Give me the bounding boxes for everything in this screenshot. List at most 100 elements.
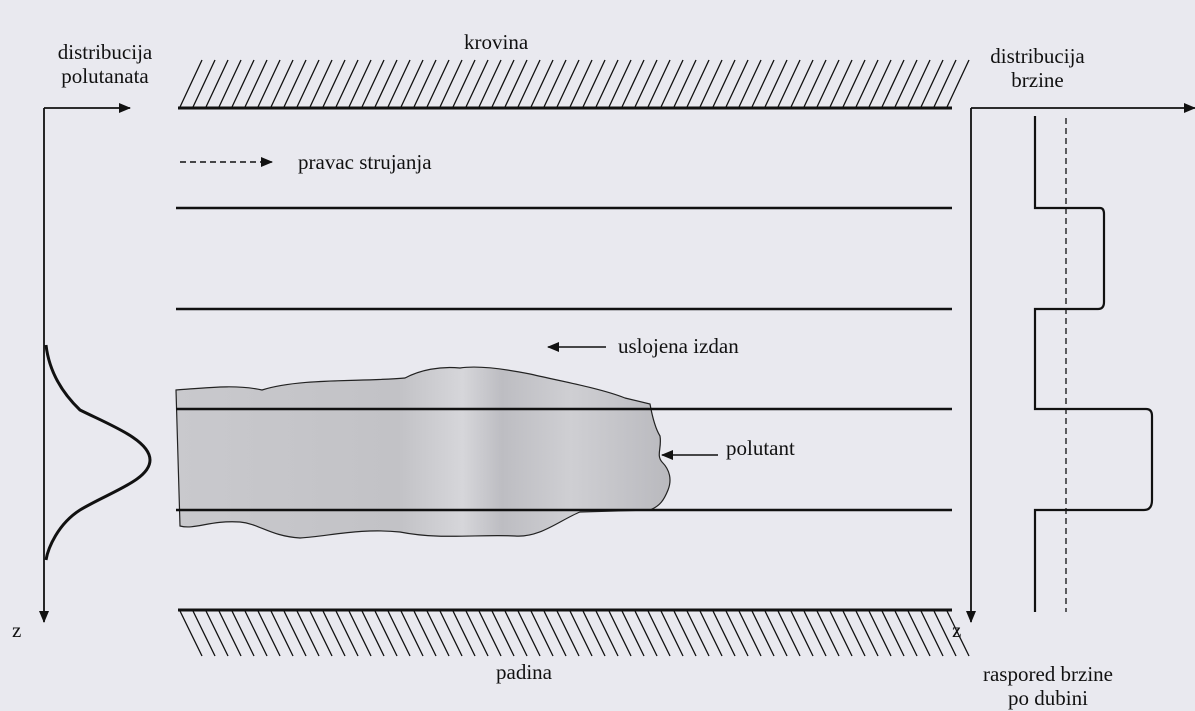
floor-hatch-stroke: [713, 611, 735, 656]
roof-hatch-stroke: [752, 60, 774, 107]
roof-hatch-stroke: [895, 60, 917, 107]
floor-hatch-stroke: [440, 611, 462, 656]
floor-hatch-stroke: [336, 611, 358, 656]
roof-hatch-stroke: [284, 60, 306, 107]
floor-hatch-stroke: [895, 611, 917, 656]
floor-hatch-stroke: [830, 611, 852, 656]
floor-hatch-stroke: [479, 611, 501, 656]
floor-hatch-stroke: [531, 611, 553, 656]
floor-hatch-stroke: [271, 611, 293, 656]
roof-hatch-stroke: [349, 60, 371, 107]
roof-hatch-stroke: [401, 60, 423, 107]
floor-hatch-stroke: [869, 611, 891, 656]
floor-hatch-stroke: [648, 611, 670, 656]
z-axis-label-right: z: [952, 618, 961, 642]
roof-hatch-stroke: [713, 60, 735, 107]
roof-hatch-stroke: [648, 60, 670, 107]
roof-hatch-stroke: [505, 60, 527, 107]
floor-hatch-stroke: [596, 611, 618, 656]
floor-hatch-stroke: [791, 611, 813, 656]
roof-hatch-stroke: [934, 60, 956, 107]
roof-hatch-stroke: [245, 60, 267, 107]
floor-hatch-stroke: [882, 611, 904, 656]
floor-label: padina: [496, 660, 552, 684]
roof-hatch-stroke: [531, 60, 553, 107]
pollutant-plume: [176, 367, 670, 538]
roof-hatch-stroke: [219, 60, 241, 107]
roof-hatch-stroke: [791, 60, 813, 107]
roof-hatch-stroke: [440, 60, 462, 107]
pollutant-distribution-label: distribucija polutanata: [30, 40, 180, 88]
velocity-distribution-label-line2: brzine: [965, 68, 1110, 92]
floor-hatch-stroke: [752, 611, 774, 656]
roof-hatch-stroke: [271, 60, 293, 107]
velocity-distribution-label-line1: distribucija: [965, 44, 1110, 68]
floor-hatch-stroke: [245, 611, 267, 656]
floor-hatch-stroke: [492, 611, 514, 656]
pollutant-distribution-label-line1: distribucija: [30, 40, 180, 64]
roof-hatch-stroke: [570, 60, 592, 107]
floor-hatch-stroke: [856, 611, 878, 656]
floor-hatch-stroke: [466, 611, 488, 656]
velocity-distribution-label: distribucija brzine: [965, 44, 1110, 92]
floor-hatch-stroke: [219, 611, 241, 656]
floor-hatch-stroke: [258, 611, 280, 656]
roof-hatch-stroke: [466, 60, 488, 107]
roof-hatch-stroke: [492, 60, 514, 107]
roof-hatch-stroke: [388, 60, 410, 107]
roof-hatch-stroke: [323, 60, 345, 107]
velocity-by-depth-label-line2: po dubini: [958, 686, 1138, 710]
floor-hatch-stroke: [310, 611, 332, 656]
floor-hatch-stroke: [687, 611, 709, 656]
floor-hatch-stroke: [232, 611, 254, 656]
floor-hatch-stroke: [661, 611, 683, 656]
velocity-profile-curve: [1035, 116, 1152, 612]
floor-hatch-stroke: [349, 611, 371, 656]
z-axis-label-left: z: [12, 618, 21, 642]
roof-hatch-stroke: [518, 60, 540, 107]
floor-hatch-stroke: [375, 611, 397, 656]
roof-hatch-stroke: [583, 60, 605, 107]
roof-hatch-stroke: [544, 60, 566, 107]
floor-hatching: [180, 611, 969, 656]
roof-hatch-stroke: [453, 60, 475, 107]
floor-hatch-stroke: [635, 611, 657, 656]
roof-hatch-stroke: [414, 60, 436, 107]
roof-hatch-stroke: [869, 60, 891, 107]
floor-hatch-stroke: [362, 611, 384, 656]
floor-hatch-stroke: [739, 611, 761, 656]
floor-hatch-stroke: [778, 611, 800, 656]
roof-hatch-stroke: [206, 60, 228, 107]
roof-hatch-stroke: [674, 60, 696, 107]
roof-hatch-stroke: [336, 60, 358, 107]
roof-hatch-stroke: [700, 60, 722, 107]
floor-hatch-stroke: [180, 611, 202, 656]
floor-hatch-stroke: [622, 611, 644, 656]
roof-hatch-stroke: [661, 60, 683, 107]
roof-hatch-stroke: [362, 60, 384, 107]
roof-hatch-stroke: [908, 60, 930, 107]
floor-hatch-stroke: [505, 611, 527, 656]
floor-hatch-stroke: [609, 611, 631, 656]
roof-hatching: [180, 60, 969, 107]
roof-hatch-stroke: [375, 60, 397, 107]
floor-hatch-stroke: [583, 611, 605, 656]
floor-hatch-stroke: [843, 611, 865, 656]
roof-hatch-stroke: [687, 60, 709, 107]
velocity-by-depth-label: raspored brzine po dubini: [958, 662, 1138, 710]
pollutant-label: polutant: [726, 436, 795, 460]
pollutant-distribution-curve: [46, 345, 150, 560]
floor-hatch-stroke: [765, 611, 787, 656]
floor-hatch-stroke: [804, 611, 826, 656]
roof-hatch-stroke: [180, 60, 202, 107]
roof-hatch-stroke: [921, 60, 943, 107]
floor-hatch-stroke: [557, 611, 579, 656]
floor-hatch-stroke: [921, 611, 943, 656]
floor-hatch-stroke: [700, 611, 722, 656]
floor-hatch-stroke: [323, 611, 345, 656]
floor-hatch-stroke: [427, 611, 449, 656]
roof-hatch-stroke: [609, 60, 631, 107]
floor-hatch-stroke: [453, 611, 475, 656]
